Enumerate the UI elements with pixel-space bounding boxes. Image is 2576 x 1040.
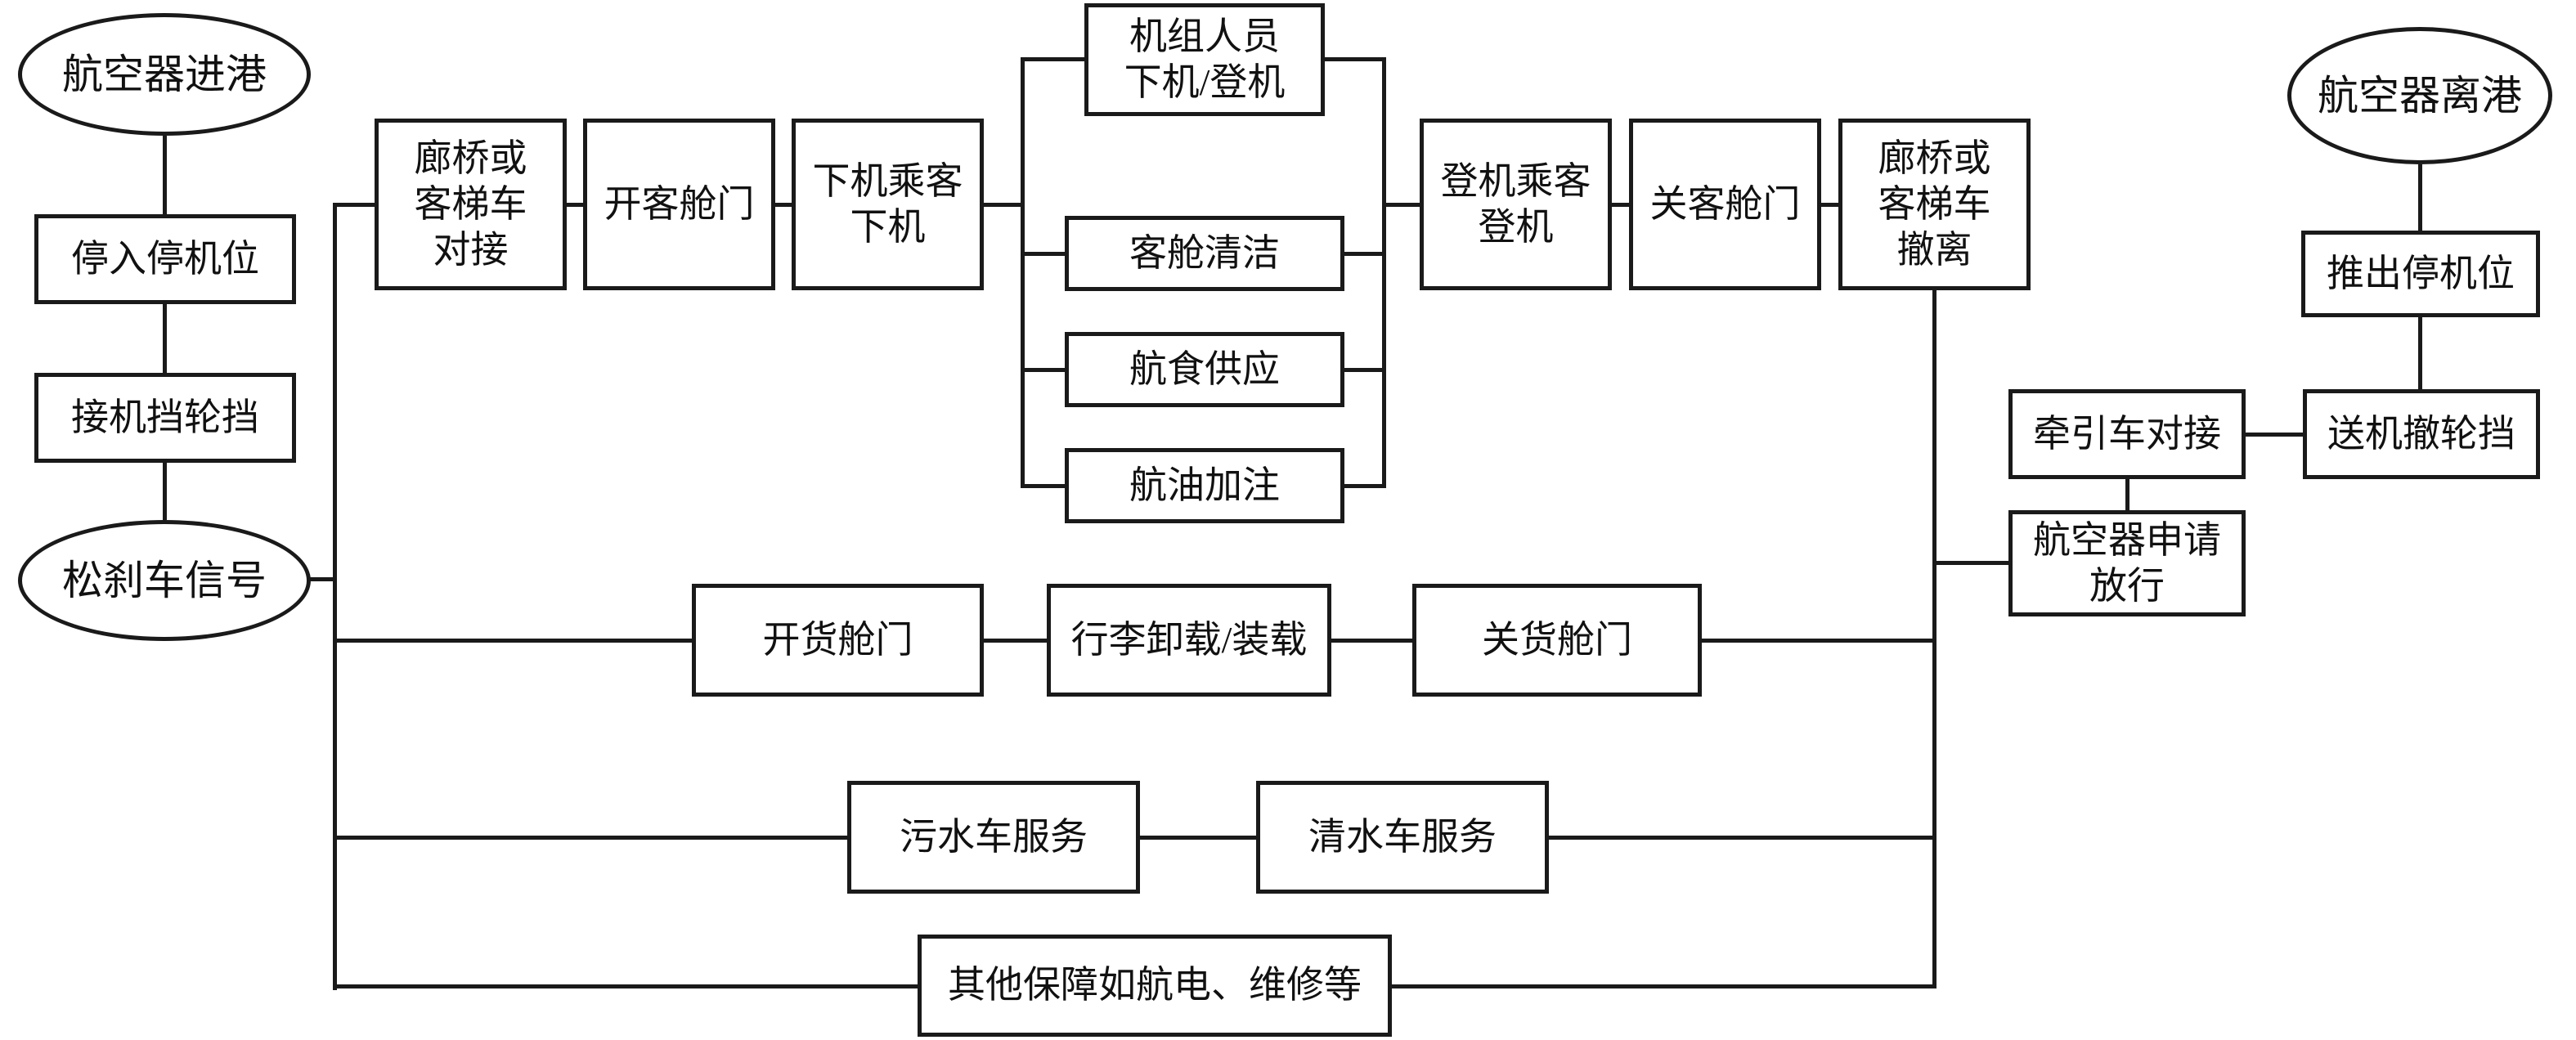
connector	[984, 203, 1025, 207]
connector	[1025, 368, 1065, 372]
connector	[775, 203, 792, 207]
node-aircraft-release-request: 航空器申请 放行	[2008, 510, 2246, 616]
connector	[1025, 252, 1065, 256]
connector	[1344, 368, 1382, 372]
connector	[1025, 484, 1065, 488]
node-fuel-refilling: 航油加注	[1065, 448, 1344, 523]
node-aircraft-departure: 航空器离港	[2287, 27, 2552, 164]
node-open-cargo-door: 开货舱门	[692, 584, 984, 697]
connector	[1344, 252, 1382, 256]
node-close-cargo-door: 关货舱门	[1412, 584, 1702, 697]
connector	[334, 984, 918, 988]
connector	[1392, 984, 1935, 988]
node-place-wheel-chocks: 接机挡轮挡	[34, 373, 296, 463]
node-remove-wheel-chocks: 送机撤轮挡	[2303, 389, 2540, 479]
node-boarding-passengers: 登机乘客 登机	[1420, 119, 1612, 290]
node-brake-release-signal: 松刹车信号	[18, 520, 311, 641]
connector	[334, 203, 375, 207]
connector	[163, 463, 167, 520]
connector	[1025, 57, 1084, 61]
node-deplaning-passengers: 下机乘客 下机	[792, 119, 984, 290]
connector	[163, 136, 167, 214]
node-park-at-stand: 停入停机位	[34, 214, 296, 304]
connector	[1702, 639, 1935, 643]
connector	[1549, 836, 1935, 840]
node-bridge-or-stairs-withdraw: 廊桥或 客梯车 撤离	[1838, 119, 2031, 290]
node-baggage-unload-load: 行李卸载/装载	[1047, 584, 1331, 697]
connector	[1331, 639, 1412, 643]
node-catering-supply: 航食供应	[1065, 332, 1344, 407]
node-aircraft-arrival: 航空器进港	[18, 13, 311, 136]
connector	[1382, 57, 1386, 488]
node-crew-change: 机组人员 下机/登机	[1084, 3, 1325, 116]
node-tug-docking: 牵引车对接	[2008, 389, 2246, 479]
connector	[2418, 164, 2422, 231]
node-pushback-from-stand: 推出停机位	[2301, 231, 2540, 317]
node-close-cabin-door: 关客舱门	[1629, 119, 1821, 290]
connector	[1821, 203, 1838, 207]
node-bridge-or-stairs-dock: 廊桥或 客梯车 对接	[375, 119, 567, 290]
connector	[1612, 203, 1629, 207]
connector	[1344, 484, 1382, 488]
connector	[567, 203, 583, 207]
node-cabin-cleaning: 客舱清洁	[1065, 216, 1344, 291]
connector	[2418, 317, 2422, 389]
connector	[1932, 290, 1936, 988]
connector	[2246, 433, 2303, 437]
connector	[333, 203, 337, 990]
connector	[1325, 57, 1382, 61]
node-water-truck-service: 清水车服务	[1256, 781, 1549, 894]
connector	[1140, 836, 1256, 840]
connector	[309, 577, 337, 581]
connector	[1021, 57, 1025, 488]
connector	[1932, 561, 2008, 565]
connector	[163, 304, 167, 373]
connector	[2125, 479, 2129, 510]
connector	[1382, 203, 1420, 207]
connector	[334, 639, 692, 643]
node-open-cabin-door: 开客舱门	[583, 119, 775, 290]
node-other-support: 其他保障如航电、维修等	[918, 935, 1392, 1037]
node-lavatory-truck-service: 污水车服务	[847, 781, 1140, 894]
connector	[334, 836, 847, 840]
connector	[984, 639, 1047, 643]
